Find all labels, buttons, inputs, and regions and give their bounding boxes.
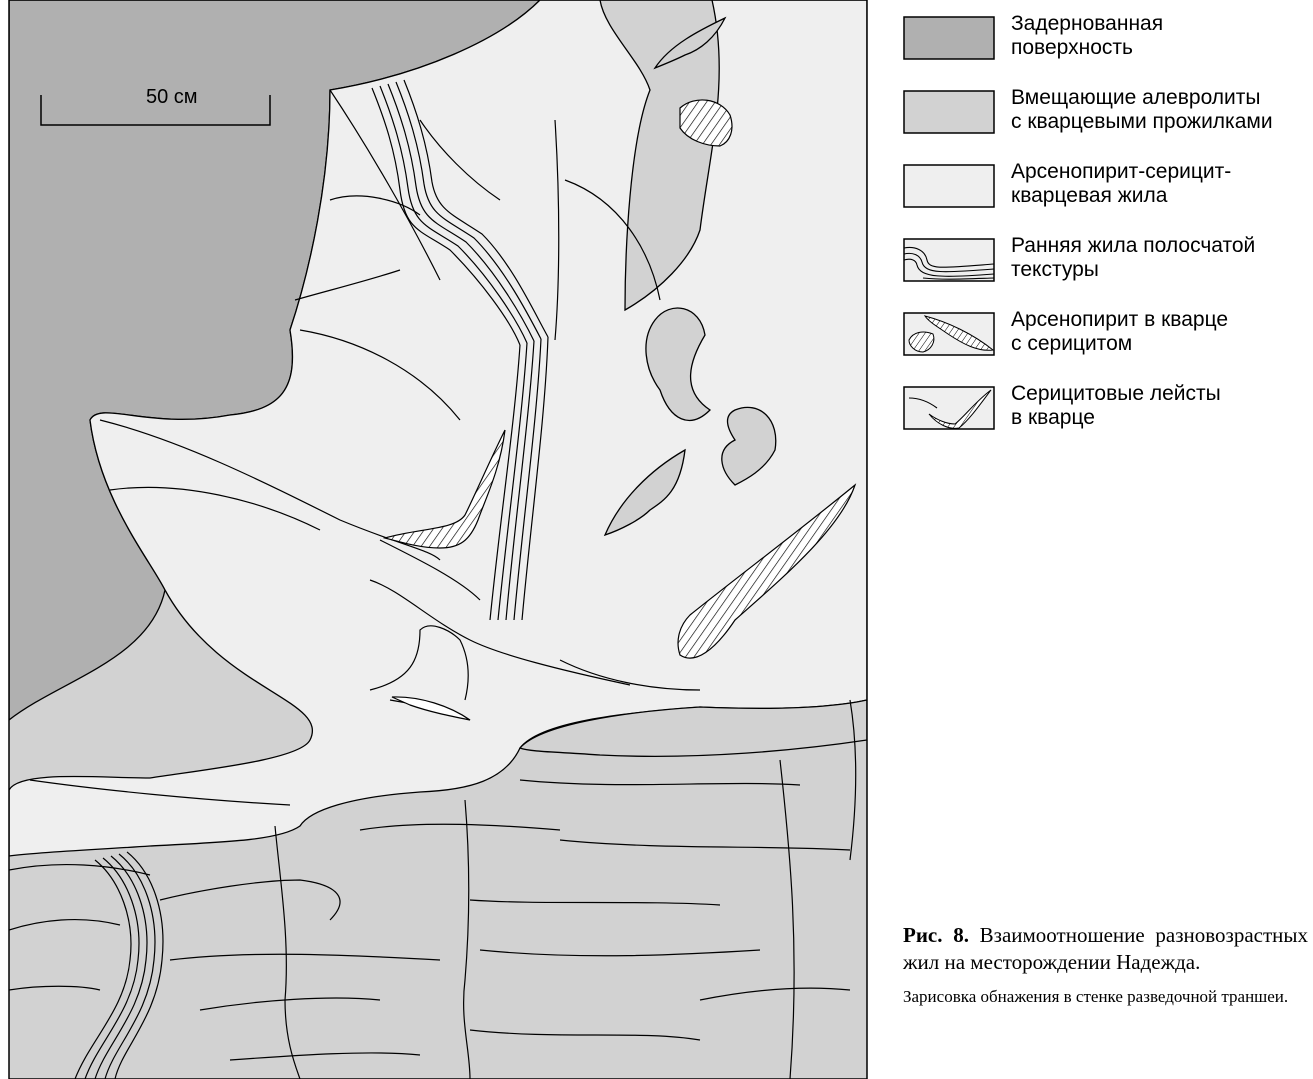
host-rock-swatch (903, 90, 995, 134)
legend-label: Серицитовые лейстыв кварце (1011, 382, 1221, 430)
legend-item-vein: Арсенопирит-серицит-кварцевая жила (903, 160, 1308, 234)
legend-label: Задернованнаяповерхность (1011, 12, 1163, 60)
turf-swatch (903, 16, 995, 60)
legend-item-sericite: Серицитовые лейстыв кварце (903, 382, 1308, 456)
legend-label: Арсенопирит в кварцес серицитом (1011, 308, 1228, 356)
vein-swatch (903, 164, 995, 208)
legend-item-host-rock: Вмещающие алевролитыс кварцевыми прожилк… (903, 86, 1308, 160)
scale-bar-label: 50 см (146, 86, 198, 108)
figure-label: Рис. 8. (903, 923, 969, 947)
legend: Задернованнаяповерхность Вмещающие алевр… (903, 12, 1308, 456)
legend-label: Ранняя жила полосчатойтекстуры (1011, 234, 1255, 282)
legend-item-turf: Задернованнаяповерхность (903, 12, 1308, 86)
legend-label: Вмещающие алевролитыс кварцевыми прожилк… (1011, 86, 1273, 134)
figure-subtitle: Зарисовка обнажения в стенке разведочной… (903, 986, 1308, 1008)
outcrop-sketch: 50 см (0, 0, 900, 1079)
arsenopyrite-swatch (903, 312, 995, 356)
legend-item-arsenopyrite: Арсенопирит в кварцес серицитом (903, 308, 1308, 382)
legend-item-early-vein: Ранняя жила полосчатойтекстуры (903, 234, 1308, 308)
legend-label: Арсенопирит-серицит-кварцевая жила (1011, 160, 1231, 208)
figure-caption: Рис. 8. Взаимоотношение разновозрастных … (903, 922, 1308, 1008)
sericite-swatch (903, 386, 995, 430)
banded-vein-swatch (903, 238, 995, 282)
